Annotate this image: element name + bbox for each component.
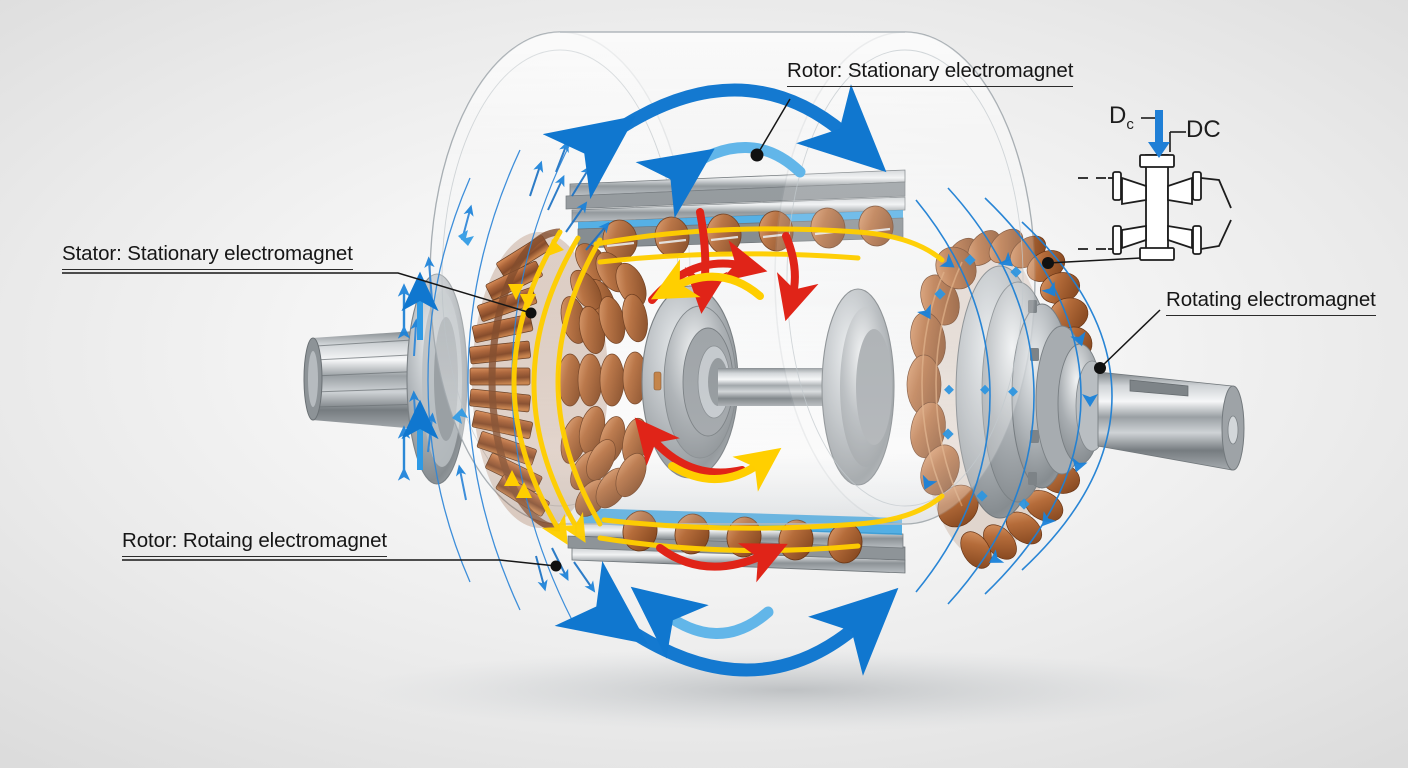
label-dc-left-sub: c (1126, 115, 1134, 133)
label-dc-left: Dc (1109, 104, 1134, 132)
label-dc-right: DC (1186, 116, 1221, 143)
right-output-shaft (1097, 371, 1245, 471)
commutator-brush-schematic (1078, 110, 1232, 261)
dc-current-arrow (1148, 110, 1170, 158)
current-arrowheads (504, 239, 564, 498)
magnetic-field-lines-right (915, 187, 1113, 605)
label-rotor-stationary: Rotor: Stationary electromagnet (787, 59, 1073, 87)
leader-rotor-rotating (122, 559, 557, 567)
leader-lines (62, 98, 1161, 572)
rotation-arc-bottom-light (630, 586, 774, 659)
rotation-arc-top-light (635, 142, 806, 219)
leader-stator (62, 272, 532, 314)
rotation-arcs (401, 83, 899, 677)
leader-rotating-electromagnet (1099, 309, 1161, 369)
current-flow-arrows (511, 226, 945, 553)
torque-arrows-yellow-inner (650, 259, 782, 492)
label-stator-stationary: Stator: Stationary electromagnet (62, 242, 353, 270)
rotation-arc-top-dark (542, 83, 887, 200)
leader-dc-inset (1047, 257, 1142, 264)
label-rotor-rotating: Rotor: Rotaing electromagnet (122, 529, 387, 557)
leader-rotor-stationary (756, 98, 791, 156)
label-dc-left-text: D (1109, 102, 1127, 129)
label-rotating-electromagnet: Rotating electromagnet (1166, 288, 1376, 316)
